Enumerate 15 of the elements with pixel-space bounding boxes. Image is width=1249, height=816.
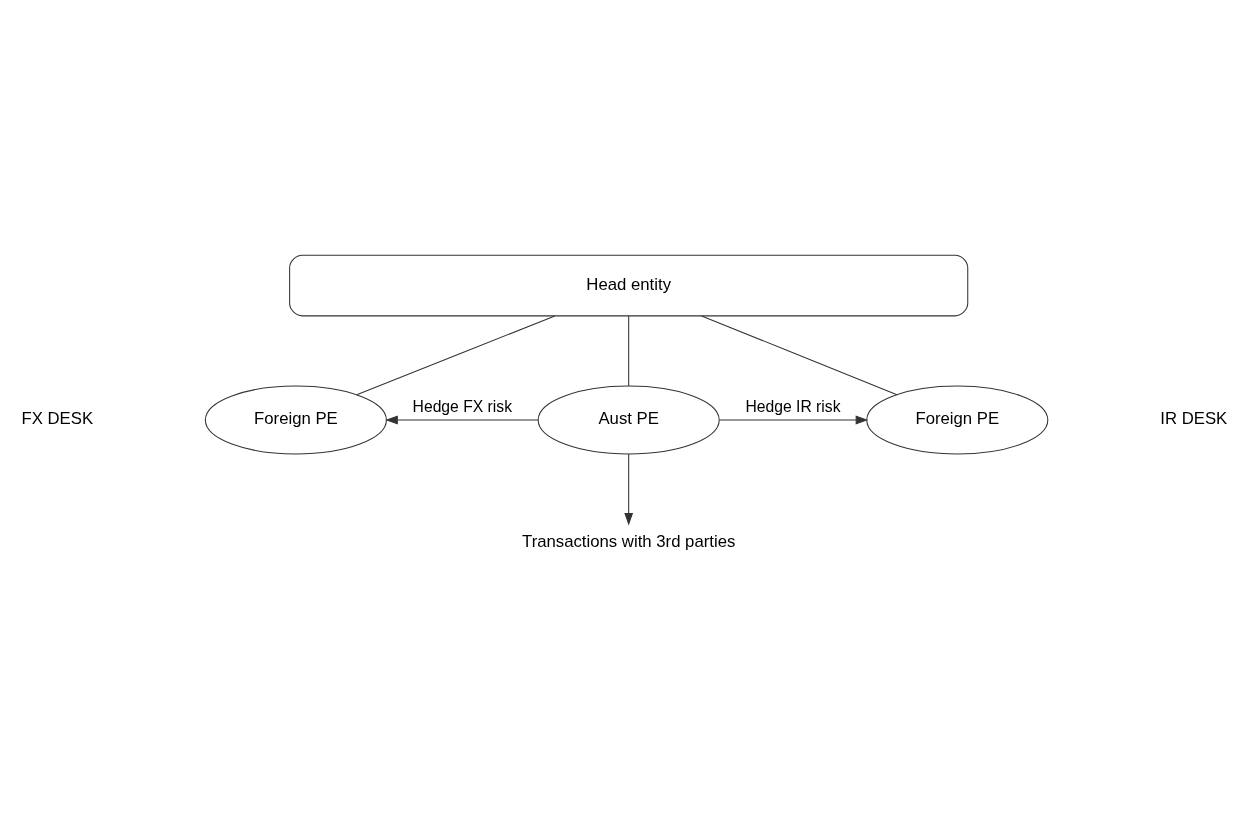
label: IR DESK — [1160, 408, 1228, 428]
connector — [701, 314, 898, 395]
arrow — [385, 415, 539, 424]
edge-label: Hedge FX risk — [412, 397, 512, 415]
node-ellipse: Foreign PE — [866, 384, 1049, 455]
node-ellipse: Aust PE — [537, 384, 720, 455]
node-text: Transactions with 3rd parties — [522, 531, 736, 551]
arrow — [624, 453, 634, 525]
connector — [356, 314, 556, 395]
connector — [628, 314, 630, 386]
edge-label: Hedge IR risk — [745, 397, 841, 415]
node-box: Head entity — [289, 254, 969, 316]
arrow — [718, 415, 869, 424]
label: FX DESK — [21, 408, 94, 428]
node-ellipse: Foreign PE — [204, 384, 387, 455]
